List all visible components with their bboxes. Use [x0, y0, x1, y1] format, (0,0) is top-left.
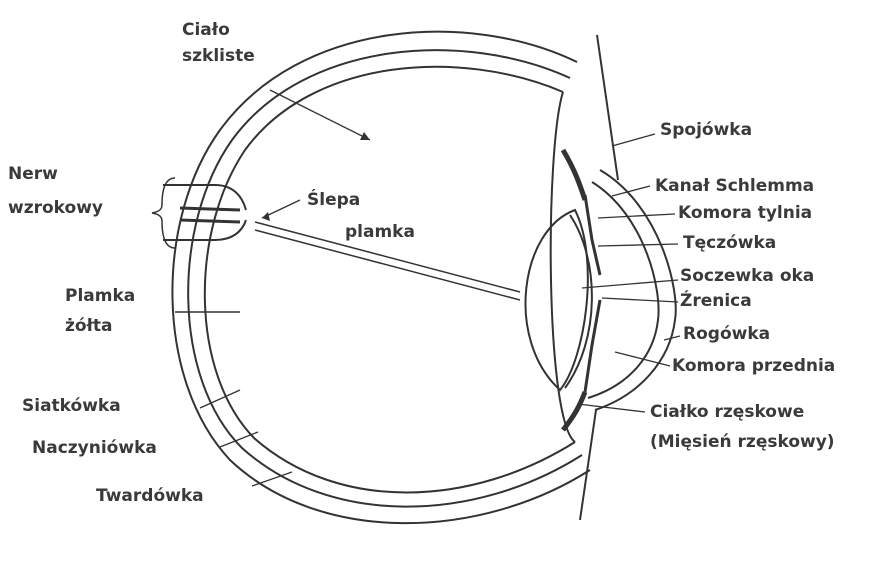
ciliary-body-label-line1: Ciałko rzęskowe [650, 402, 804, 422]
anterior-chamber-label: Komora przednia [672, 356, 835, 376]
retina-label: Siatkówka [22, 396, 121, 416]
conjunctiva-label: Spojówka [660, 120, 752, 140]
leader-pupil [602, 298, 678, 302]
leader-iris [598, 244, 678, 246]
pupil-label: Źrenica [680, 291, 752, 311]
optic-nerve-core-a [180, 208, 240, 210]
ciliary-body-label-line2: (Mięsień rzęskowy) [650, 432, 835, 452]
vitreous-label-line1: Ciało [182, 20, 230, 40]
blind-spot-label-line2: plamka [345, 222, 415, 242]
sclera-label: Twardówka [96, 486, 204, 506]
cornea-inner-outline [588, 182, 659, 398]
retina-outline [205, 67, 575, 493]
macula-label-line1: Plamka [65, 286, 135, 306]
schlemm-canal-label: Kanał Schlemma [655, 176, 814, 196]
leader-conjunctiva [612, 134, 655, 146]
conjunctiva-lower-line [580, 410, 596, 520]
macula-label-line2: żółta [65, 316, 112, 336]
lens-front-curve [565, 215, 592, 388]
ciliary-body-upper [563, 150, 585, 200]
optic-nerve-upper [163, 185, 246, 210]
vitreous-boundary [551, 92, 575, 442]
iris-lower [585, 300, 600, 392]
leader-posterior-chamber [598, 214, 675, 218]
blind-spot-label-line1: Ślepa [307, 190, 360, 210]
iris-label: Tęczówka [683, 233, 776, 253]
optic-nerve-label-line1: Nerw [8, 164, 58, 184]
optic-nerve-core-b [180, 220, 240, 222]
cornea-outline [595, 170, 676, 410]
optic-nerve-bracket [152, 178, 175, 248]
vitreous-label-line2: szkliste [182, 46, 255, 66]
posterior-chamber-label: Komora tylnia [678, 203, 812, 223]
lens-label: Soczewka oka [680, 266, 814, 286]
leader-ciliary-body [578, 404, 645, 412]
choroid-label: Naczyniówka [32, 438, 157, 458]
optic-nerve-label-line2: wzrokowy [8, 198, 103, 218]
conjunctiva-line [597, 35, 618, 180]
leader-lens [582, 280, 678, 288]
arrow-blind-spot [262, 212, 270, 221]
choroid-outline [188, 50, 582, 506]
leader-vitreous [270, 90, 370, 140]
cornea-label: Rogówka [683, 324, 770, 344]
